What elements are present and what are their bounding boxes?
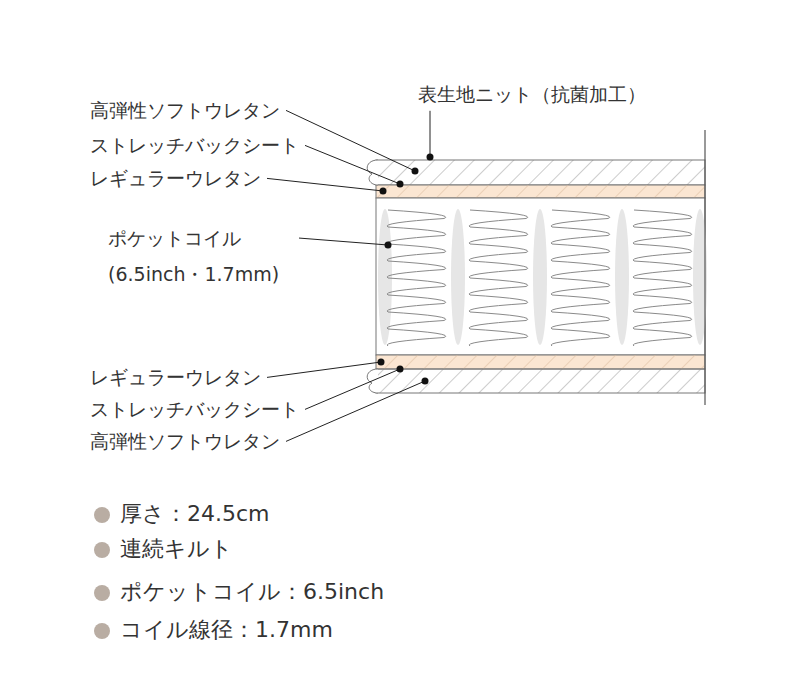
coil-zone: [376, 198, 705, 355]
leader-line: [305, 369, 400, 409]
leader-line: [267, 362, 381, 377]
bullet: [94, 507, 110, 523]
part-label: ポケットコイル (6.5inch・1.7mm): [108, 220, 293, 292]
top-soft-urethan: [376, 160, 705, 185]
leader-dot: [397, 366, 404, 373]
bottom-regular-urethan: [376, 355, 705, 369]
label-text: 高弾性ソフトウレタン: [90, 99, 280, 122]
label-text: コイル線径：1.7mm: [120, 617, 333, 643]
leader-dot: [378, 359, 385, 366]
leader-line: [430, 111, 431, 157]
leader-dot: [422, 378, 429, 385]
bottom-quilt-layer: [376, 369, 705, 393]
coil-spring: [469, 210, 528, 346]
label-text: ポケットコイル：6.5inch: [120, 579, 384, 605]
label-text: ストレッチバックシート: [90, 398, 299, 421]
leader-line: [305, 145, 400, 184]
leader-dot: [397, 181, 404, 188]
leader-dot: [412, 168, 419, 175]
spec-item: ポケットコイル：6.5inch: [120, 579, 384, 605]
part-label: 表生地ニット（抗菌加工）: [418, 83, 646, 106]
pocket-fabric: [615, 209, 629, 345]
leader-line: [286, 381, 425, 441]
part-label: ストレッチバックシート: [90, 398, 299, 421]
section-edge: [704, 130, 705, 405]
leader-dot: [385, 242, 392, 249]
leader-line: [299, 238, 388, 245]
label-text: ポケットコイル (6.5inch・1.7mm): [108, 220, 293, 292]
part-label: 高弾性ソフトウレタン: [90, 99, 280, 122]
coil-spring: [633, 210, 692, 346]
label-text: 表生地ニット（抗菌加工）: [418, 83, 646, 106]
bullet: [94, 542, 110, 558]
spec-item: 厚さ：24.5cm: [120, 501, 270, 527]
part-label: レギュラーウレタン: [90, 167, 261, 190]
label-text: レギュラーウレタン: [90, 366, 261, 389]
bullet: [94, 585, 110, 601]
part-label: レギュラーウレタン: [90, 366, 261, 389]
coil-spring: [387, 210, 446, 346]
label-text: 連続キルト: [120, 536, 233, 562]
coil-spring: [551, 210, 610, 346]
part-label: ストレッチバックシート: [90, 134, 299, 157]
label-text: レギュラーウレタン: [90, 167, 261, 190]
pocket-coils: [378, 209, 707, 346]
spec-item: コイル線径：1.7mm: [120, 617, 333, 643]
label-text: ストレッチバックシート: [90, 134, 299, 157]
leader-line: [267, 178, 383, 191]
pocket-fabric: [533, 209, 547, 345]
label-text: 高弾性ソフトウレタン: [90, 430, 280, 453]
label-text: 厚さ：24.5cm: [120, 501, 270, 527]
pocket-fabric: [451, 209, 465, 345]
bottom-regular-hatch: [376, 355, 705, 369]
leader-dot: [380, 188, 387, 195]
top-regular-hatch: [376, 185, 705, 198]
part-label: 高弾性ソフトウレタン: [90, 430, 280, 453]
top-quilt-layer: [376, 160, 705, 185]
leader-line: [286, 110, 415, 171]
leader-dot: [427, 154, 434, 161]
pocket-fabric: [378, 209, 392, 345]
bullet: [94, 623, 110, 639]
spec-item: 連続キルト: [120, 536, 233, 562]
top-regular-urethan: [376, 185, 705, 198]
